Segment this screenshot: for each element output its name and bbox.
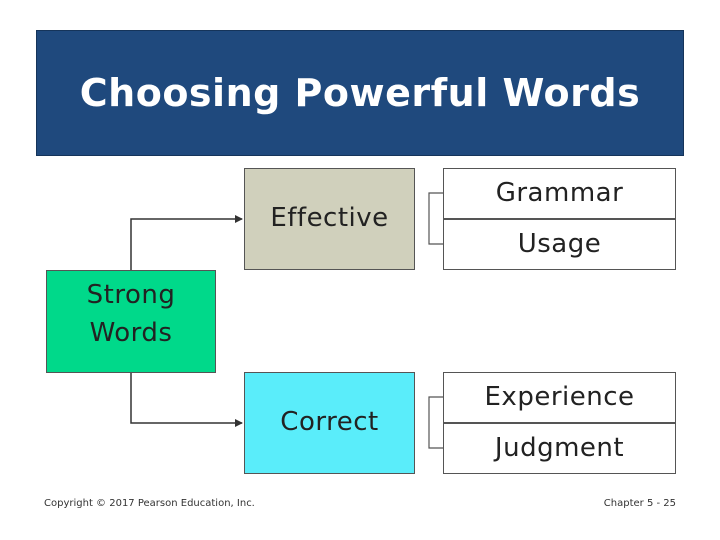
strong-words-line2: Words bbox=[89, 317, 173, 348]
usage-box: Usage bbox=[443, 219, 676, 270]
correct-label: Correct bbox=[280, 407, 379, 438]
copyright-notice: Copyright © 2017 Pearson Education, Inc. bbox=[44, 498, 255, 509]
experience-label: Experience bbox=[484, 381, 635, 412]
judgment-box: Judgment bbox=[443, 423, 676, 474]
title-bar: Choosing Powerful Words bbox=[36, 30, 684, 156]
correct-box: Correct bbox=[244, 372, 415, 474]
slide-title: Choosing Powerful Words bbox=[79, 71, 641, 115]
experience-box: Experience bbox=[443, 372, 676, 423]
effective-box: Effective bbox=[244, 168, 415, 270]
strong-words-box: Strong Words bbox=[46, 270, 216, 373]
judgment-label: Judgment bbox=[494, 432, 625, 463]
usage-label: Usage bbox=[517, 228, 602, 259]
bracket-effective bbox=[428, 192, 443, 245]
connector-root-to-correct bbox=[130, 373, 243, 427]
strong-words-line1: Strong bbox=[86, 279, 176, 310]
bracket-correct bbox=[428, 396, 443, 449]
page-number: Chapter 5 - 25 bbox=[603, 498, 676, 509]
grammar-box: Grammar bbox=[443, 168, 676, 219]
effective-label: Effective bbox=[270, 203, 389, 234]
grammar-label: Grammar bbox=[495, 177, 624, 208]
connector-root-to-effective bbox=[130, 215, 243, 270]
